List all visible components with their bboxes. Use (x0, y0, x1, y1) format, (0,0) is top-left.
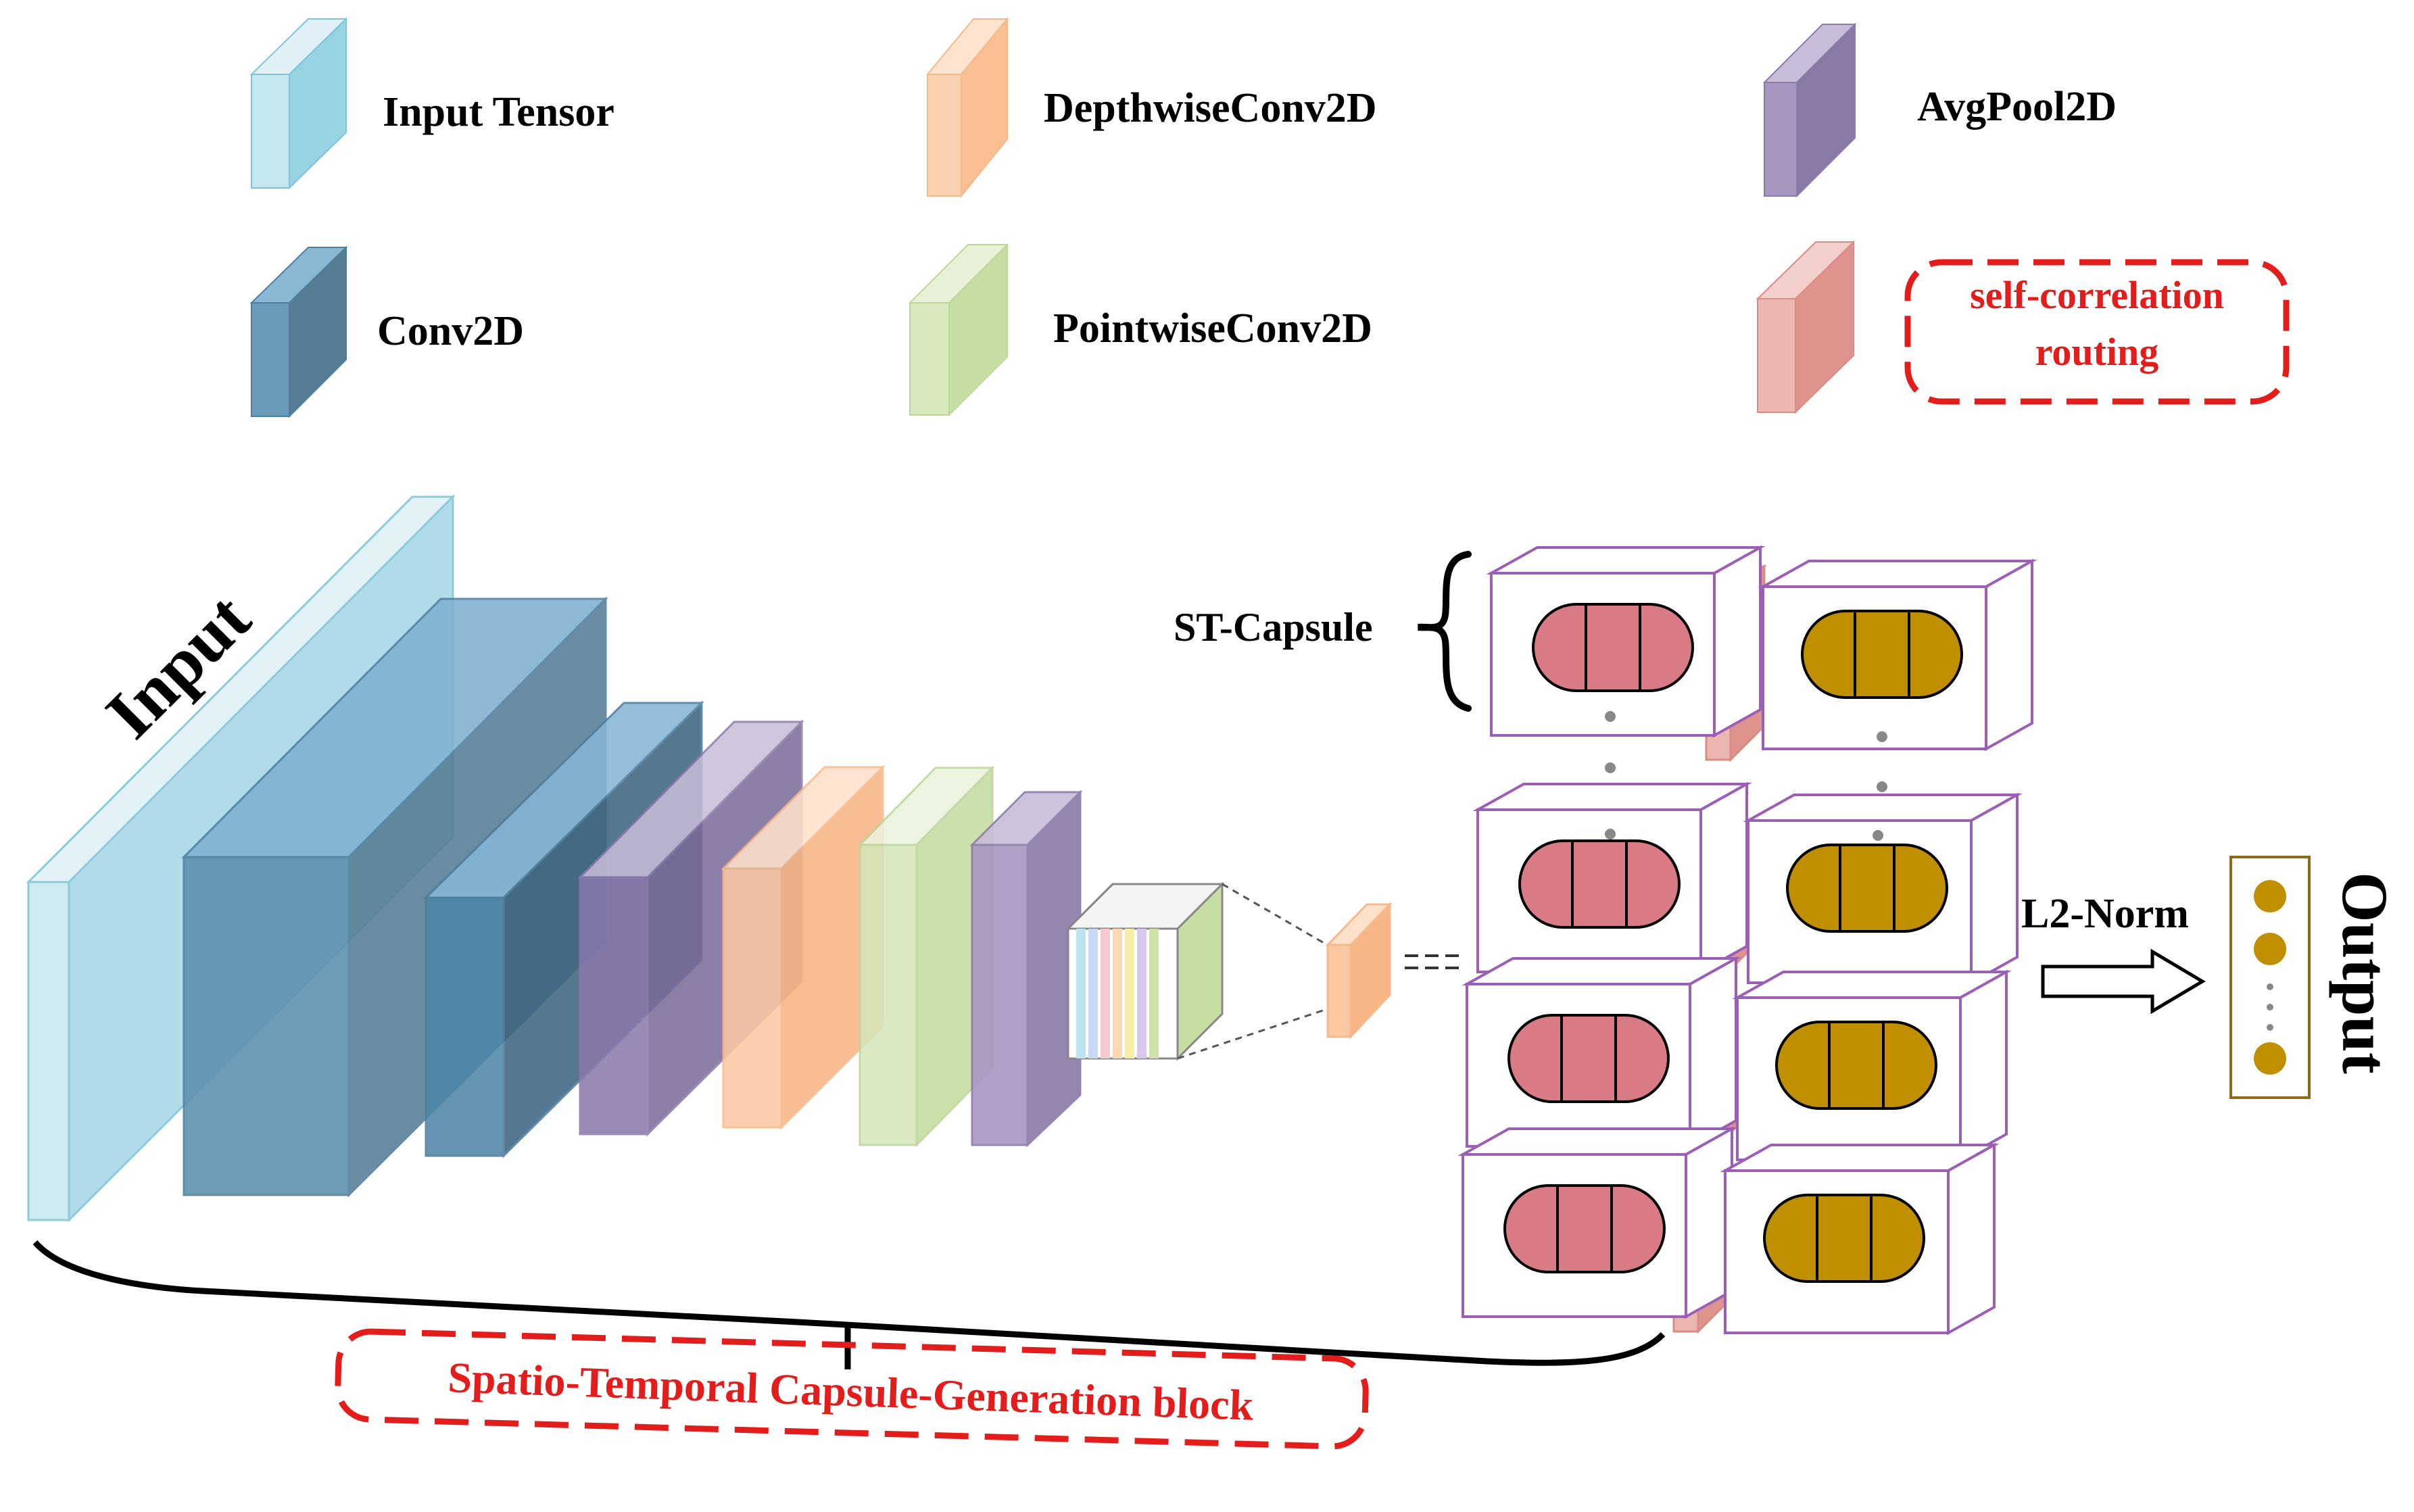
routing-swatch (1756, 240, 1856, 414)
output-ellipsis-dot (2267, 1004, 2273, 1010)
capsule-box-left (1472, 781, 1752, 975)
ellipsis-dot (1877, 781, 1887, 792)
legend-label-pointwise: PointwiseConv2D (1053, 306, 1372, 351)
ellipsis-dot (1873, 830, 1883, 841)
legend-label-input-tensor: Input Tensor (383, 89, 614, 135)
capsule-pill-gold (1786, 844, 1948, 933)
capsule-box-left (1462, 956, 1741, 1149)
avgpool-swatch (1762, 22, 1857, 198)
capsule-box-left (1457, 1126, 1737, 1319)
capsule-pill-gold (1763, 1194, 1925, 1283)
capsule-pill-pink (1532, 603, 1694, 692)
legend-label-avgpool: AvgPool2D (1917, 84, 2117, 130)
pointwise-swatch (908, 243, 1009, 417)
l2-norm-label: L2-Norm (2021, 891, 2189, 937)
ellipsis-dot (1605, 829, 1616, 839)
output-node (2254, 1042, 2286, 1075)
output-node (2254, 880, 2286, 912)
legend-pointwise: PointwiseConv2D (908, 243, 1372, 417)
capsule-box-right (1743, 792, 2023, 985)
output-ellipsis-dot (2267, 1024, 2273, 1031)
capsule-primitive (1325, 902, 1393, 1040)
layer-avgpool-2 (969, 789, 1083, 1148)
layer-depthwise (721, 764, 886, 1130)
block-label: Spatio-Temporal Capsule-Generation block (447, 1353, 1255, 1430)
capsule-box-left (1486, 545, 1766, 738)
capsule-box-right (1758, 558, 2037, 752)
block-brace: Spatio-Temporal Capsule-Generation block (32, 1240, 1666, 1450)
capsule-box-right (1732, 969, 2012, 1163)
cnn-layer-stack: Input (26, 494, 1460, 1223)
legend-conv2d: Conv2D (249, 245, 524, 418)
st-capsule-label: ST-Capsule (1174, 605, 1373, 650)
ellipsis-dot (1605, 711, 1616, 722)
curly-brace (1418, 551, 1472, 712)
capsule-pill-gold (1775, 1021, 1937, 1110)
conv2d-swatch (249, 245, 348, 418)
output-node (2254, 933, 2286, 965)
legend-avgpool: AvgPool2D (1762, 22, 2117, 198)
legend-label-routing-line1: self-correlation (1970, 273, 2224, 317)
capsule-pill-pink (1518, 839, 1681, 929)
legend-input-tensor: Input Tensor (249, 17, 614, 190)
arrow-right-icon (2041, 948, 2206, 1015)
capsule-pill-pink (1507, 1014, 1670, 1103)
ellipsis-dot (1605, 762, 1616, 773)
capsule-pill-pink (1503, 1184, 1666, 1273)
legend-label-depthwise: DepthwiseConv2D (1044, 85, 1377, 131)
legend-routing: self-correlation routing (1756, 240, 2290, 414)
ellipsis-dot (1877, 731, 1887, 742)
connector-dashes (1405, 954, 1460, 969)
block-dashed-frame (335, 1328, 1369, 1450)
legend: Input Tensor DepthwiseConv2D AvgPool2D (249, 17, 2290, 418)
legend-depthwise: DepthwiseConv2D (925, 17, 1377, 198)
capsule-pill-gold (1801, 610, 1963, 699)
legend-label-routing-line2: routing (2035, 330, 2159, 374)
zoom-lines (1177, 883, 1326, 1060)
routing-dashed-frame (1904, 259, 2290, 405)
feature-map-cube (1065, 881, 1225, 1061)
depthwise-swatch (925, 17, 1009, 198)
output-ellipsis-dot (2267, 983, 2273, 990)
output-label: Output (2329, 872, 2401, 1074)
capsule-grid (1457, 545, 2037, 1336)
legend-label-conv2d: Conv2D (377, 308, 524, 354)
output-section: L2-Norm Output (2021, 856, 2401, 1099)
st-capsule-annotation: ST-Capsule (1174, 551, 1472, 712)
input-tensor-swatch (249, 17, 348, 190)
capsule-box-right (1720, 1142, 2000, 1336)
